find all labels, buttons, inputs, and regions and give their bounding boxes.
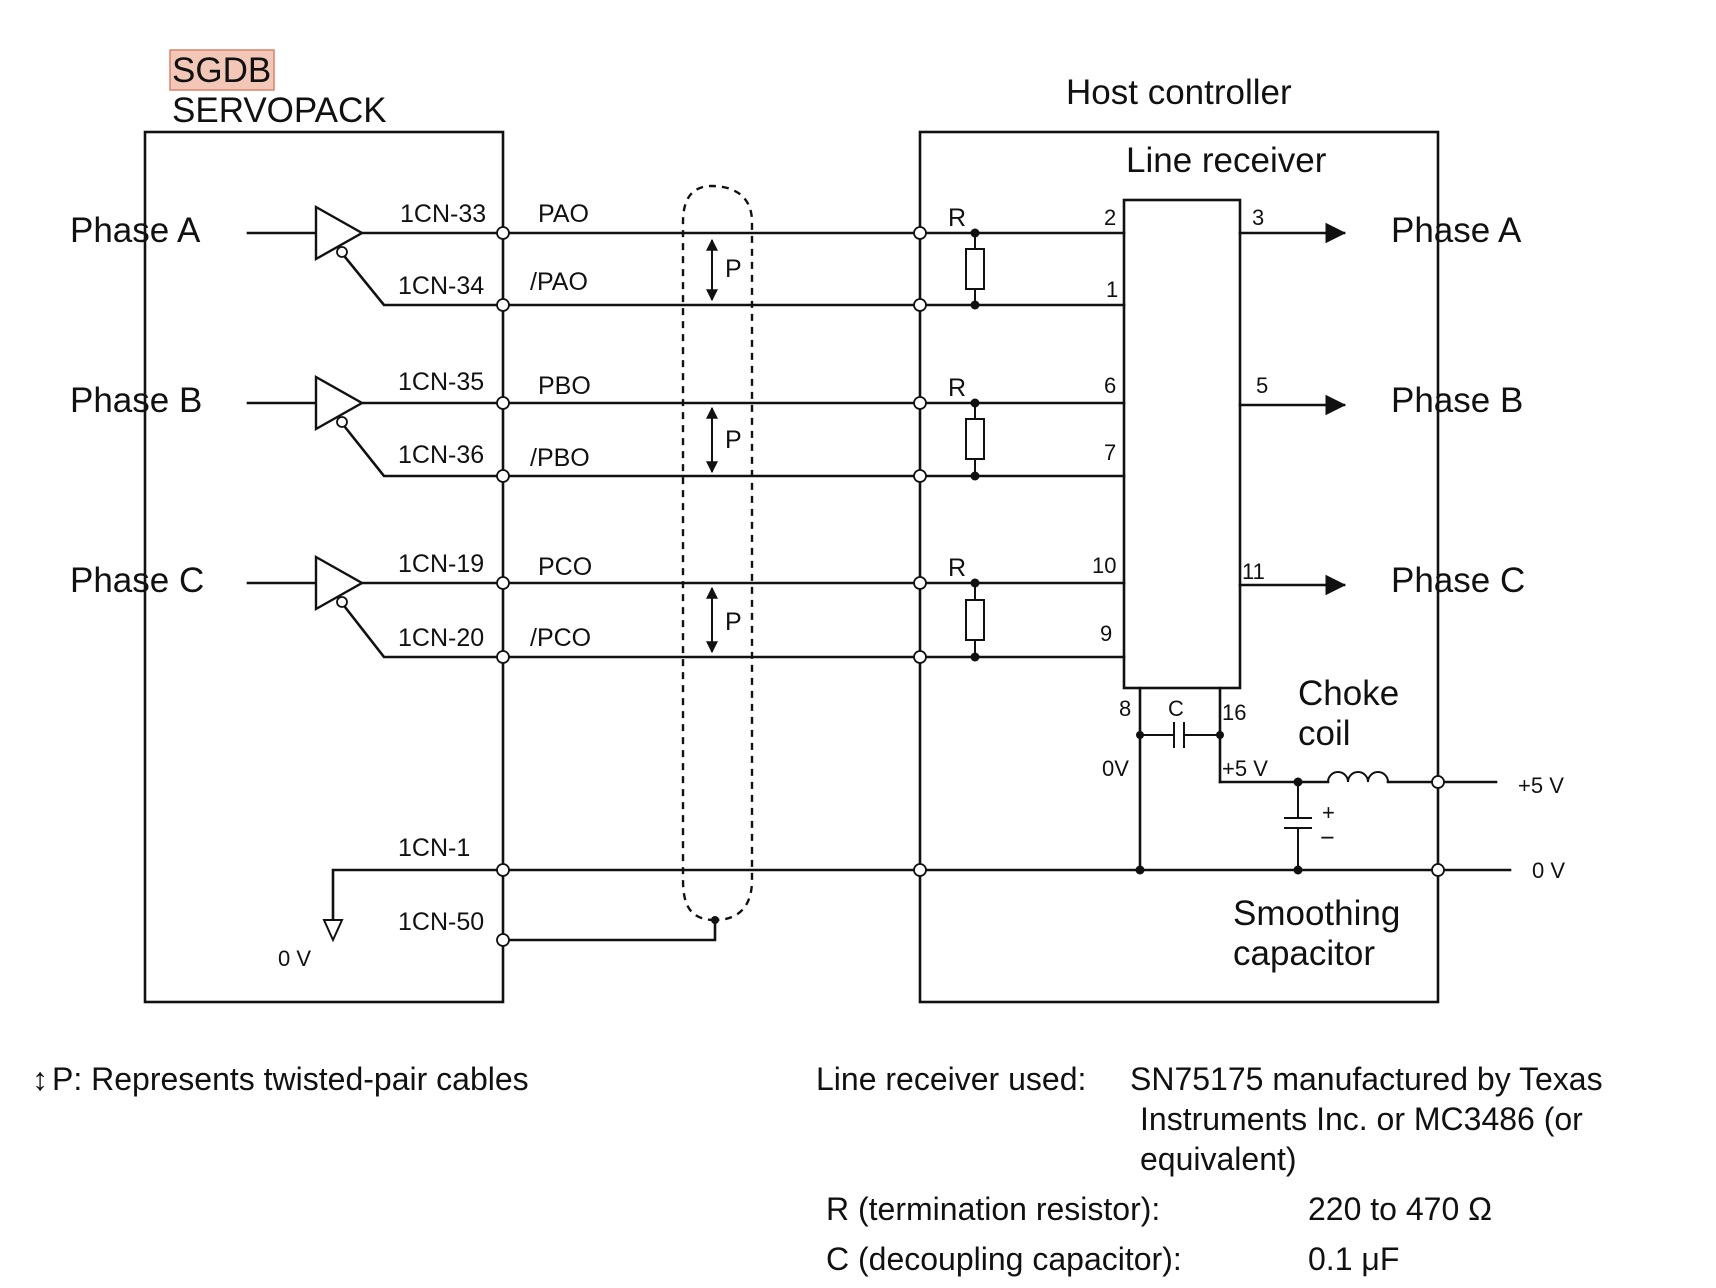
plus5-internal: +5 V bbox=[1222, 756, 1268, 781]
phase-b-out-label: Phase B bbox=[1391, 381, 1523, 420]
svg-text:P: P bbox=[725, 426, 742, 454]
pin-1cn-34: 1CN-34 bbox=[398, 272, 484, 300]
smoothing-label-1: Smoothing bbox=[1233, 894, 1400, 933]
receiver-note-line3: equivalent) bbox=[1140, 1141, 1297, 1177]
capacitor-note-key: C (decoupling capacitor): bbox=[826, 1241, 1182, 1277]
receiver-pin-1: 1 bbox=[1106, 277, 1118, 302]
cap-plus: + bbox=[1322, 800, 1335, 825]
twisted-pair-marker-a: P bbox=[706, 238, 742, 302]
zero-v-internal: 0V bbox=[1102, 756, 1129, 781]
decoupling-capacitor bbox=[1135, 686, 1224, 875]
capacitor-note-value: 0.1 μF bbox=[1308, 1241, 1399, 1277]
resistor-label-a: R bbox=[948, 204, 966, 232]
choke-coil bbox=[1218, 771, 1498, 787]
receiver-pin-10: 10 bbox=[1092, 553, 1116, 578]
pin-1cn-19: 1CN-19 bbox=[398, 550, 484, 578]
line-driver-a bbox=[246, 204, 505, 307]
phase-c-out-label: Phase C bbox=[1391, 561, 1525, 600]
receiver-pin-2: 2 bbox=[1104, 205, 1116, 230]
servopack-box bbox=[143, 130, 505, 1004]
receiver-pin-3: 3 bbox=[1252, 205, 1264, 230]
signal-pco: PCO bbox=[538, 553, 592, 581]
servopack-ground bbox=[322, 868, 505, 943]
signal-pao: PAO bbox=[538, 200, 589, 228]
svg-text:P: P bbox=[725, 608, 742, 636]
line-receiver-label: Line receiver bbox=[1126, 141, 1327, 180]
termination-resistor-a bbox=[965, 228, 985, 310]
pin-1cn-33: 1CN-33 bbox=[400, 200, 486, 228]
cable-shield bbox=[681, 184, 754, 922]
host-controller-box bbox=[918, 130, 1440, 1004]
signal-pbo-n: /PBO bbox=[530, 444, 590, 472]
pin-1cn-35: 1CN-35 bbox=[398, 368, 484, 396]
termination-resistor-c bbox=[965, 578, 985, 662]
resistor-label-c: R bbox=[948, 554, 966, 582]
phase-c-in-label: Phase C bbox=[70, 561, 204, 600]
phase-a-out-label: Phase A bbox=[1391, 211, 1522, 250]
receiver-pin-5: 5 bbox=[1256, 373, 1268, 398]
phase-a-in-label: Phase A bbox=[70, 211, 201, 250]
resistor-label-b: R bbox=[948, 374, 966, 402]
choke-label-1: Choke bbox=[1298, 674, 1399, 713]
receiver-pin-11: 11 bbox=[1242, 559, 1265, 584]
resistor-note-value: 220 to 470 Ω bbox=[1308, 1191, 1492, 1227]
terminals bbox=[496, 226, 1445, 947]
pin-1cn-50: 1CN-50 bbox=[398, 908, 484, 936]
signal-pbo: PBO bbox=[538, 372, 591, 400]
line-driver-b bbox=[246, 374, 505, 478]
cap-minus: − bbox=[1320, 824, 1335, 852]
line-driver-c bbox=[246, 554, 505, 659]
servopack-0v-label: 0 V bbox=[278, 946, 311, 971]
termination-resistor-b bbox=[965, 398, 985, 481]
host-title: Host controller bbox=[1066, 73, 1292, 112]
cap-c-label: C bbox=[1168, 696, 1184, 721]
receiver-note-line1: SN75175 manufactured by Texas bbox=[1130, 1061, 1603, 1097]
pin-1cn-36: 1CN-36 bbox=[398, 441, 484, 469]
twisted-pair-note-symbol: ↕ bbox=[32, 1061, 48, 1097]
receiver-note-key: Line receiver used: bbox=[816, 1061, 1086, 1097]
resistor-note-key: R (termination resistor): bbox=[826, 1191, 1160, 1227]
signal-pao-n: /PAO bbox=[530, 268, 588, 296]
line-receiver-chip bbox=[1122, 198, 1242, 690]
phase-b-in-label: Phase B bbox=[70, 381, 202, 420]
servopack-model: SGDB bbox=[172, 51, 271, 90]
twisted-pair-marker-b: P bbox=[706, 406, 742, 474]
receiver-pin-9: 9 bbox=[1100, 621, 1112, 646]
receiver-note-line2: Instruments Inc. or MC3486 (or bbox=[1140, 1101, 1583, 1137]
servopack-title: SERVOPACK bbox=[172, 91, 387, 130]
sgdb-highlight bbox=[169, 49, 275, 91]
choke-label-2: coil bbox=[1298, 714, 1351, 753]
plus5-external: +5 V bbox=[1518, 773, 1564, 798]
cable-lines bbox=[501, 231, 1512, 942]
smoothing-label-2: capacitor bbox=[1233, 934, 1375, 973]
receiver-pin-16: 16 bbox=[1222, 700, 1246, 725]
receiver-outputs bbox=[1238, 222, 1347, 596]
twisted-pair-marker-c: P bbox=[706, 586, 742, 654]
svg-text:P: P bbox=[725, 255, 742, 283]
pin-1cn-1: 1CN-1 bbox=[398, 834, 470, 862]
receiver-pin-7: 7 bbox=[1104, 440, 1116, 465]
zero-v-external: 0 V bbox=[1532, 858, 1565, 883]
twisted-pair-note: P: Represents twisted-pair cables bbox=[52, 1061, 529, 1097]
signal-pco-n: /PCO bbox=[530, 624, 591, 652]
receiver-pin-6: 6 bbox=[1104, 373, 1116, 398]
pin-1cn-20: 1CN-20 bbox=[398, 624, 484, 652]
smoothing-capacitor bbox=[1284, 782, 1312, 875]
receiver-pin-8: 8 bbox=[1119, 696, 1131, 721]
